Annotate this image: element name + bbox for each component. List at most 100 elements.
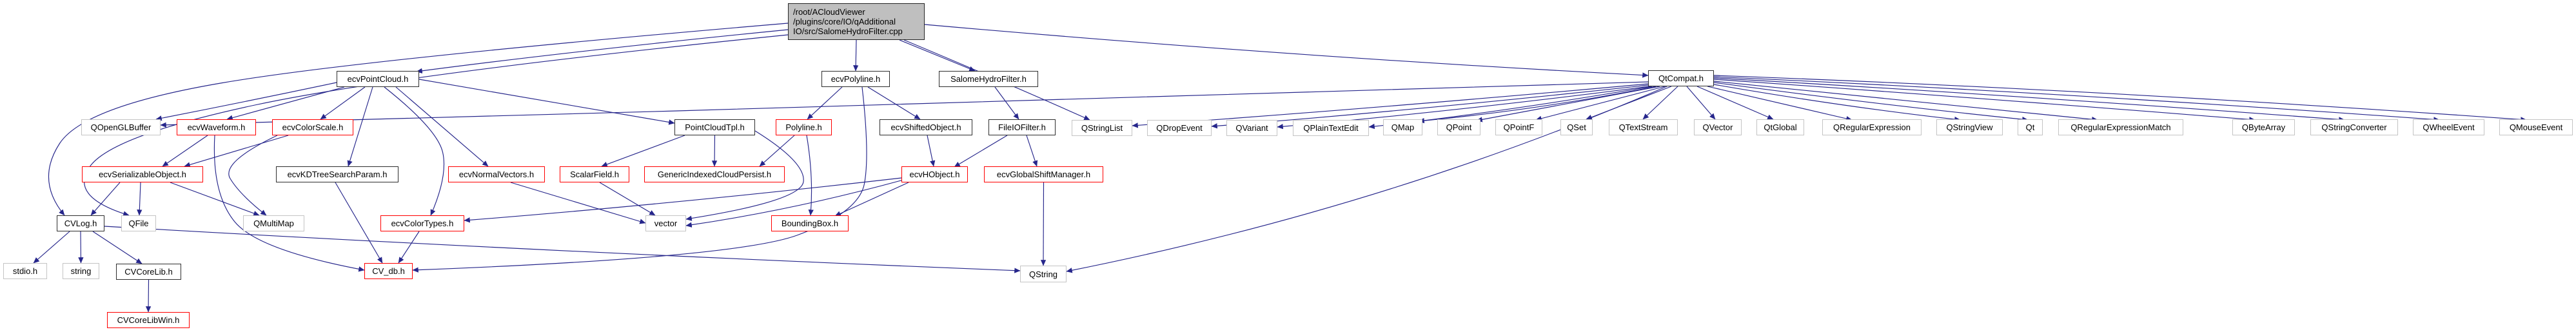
node-ecvColorScale[interactable]: ecvColorScale.h (272, 119, 353, 135)
node-QMultiMap: QMultiMap (243, 215, 304, 231)
edge-QtCompat-to-Qt (1713, 82, 2029, 122)
edge-ecvWaveform-to-ecvSerializableObject (162, 135, 208, 167)
node-QByteArray: QByteArray (2232, 119, 2295, 135)
edge-QtCompat-to-QMouseEvent (1713, 75, 2527, 122)
node-ecvKDTreeSearchParam[interactable]: ecvKDTreeSearchParam.h (276, 166, 398, 182)
node-QPointF: QPointF (1495, 119, 1542, 135)
node-ecvPointCloud[interactable]: ecvPointCloud.h (337, 71, 419, 87)
edge-CVLog-to-stdio (33, 231, 70, 264)
edge-ecvPointCloud-to-PointCloudTpl (418, 79, 675, 125)
node-ecvColorTypes[interactable]: ecvColorTypes.h (380, 215, 464, 231)
edge-ecvPolyline-to-ecvShiftedObject (867, 86, 921, 120)
edge-ecvNormalVectors-to-vector (510, 182, 646, 224)
node-ecvShiftedObject[interactable]: ecvShiftedObject.h (880, 119, 972, 135)
node-QVariant: QVariant (1226, 120, 1277, 136)
node-FileIOFilter[interactable]: FileIOFilter.h (988, 119, 1056, 135)
edge-ecvPointCloud-to-ecvColorTypes (384, 86, 445, 216)
node-QStringConverter: QStringConverter (2310, 119, 2398, 135)
node-QRegularExpressionMatch: QRegularExpressionMatch (2058, 119, 2183, 135)
node-root: /root/ACloudViewer /plugins/core/IO/qAdd… (788, 3, 925, 40)
node-CV_db[interactable]: CV_db.h (364, 263, 413, 279)
edge-PointCloudTpl-to-GenericIndexedCloudPersist (711, 135, 718, 167)
edge-QtCompat-to-QSet (1586, 86, 1672, 120)
node-ecvNormalVectors[interactable]: ecvNormalVectors.h (448, 166, 545, 182)
edge-QtCompat-to-QWheelEvent (1713, 76, 2440, 122)
node-CVCoreLib[interactable]: CVCoreLib.h (116, 264, 181, 280)
edge-ScalarField-to-vector (599, 182, 656, 216)
node-ecvPolyline[interactable]: ecvPolyline.h (821, 71, 890, 87)
edge-ecvHObject-to-vector (685, 179, 904, 228)
node-QWheelEvent: QWheelEvent (2413, 119, 2484, 135)
edge-root-to-SalomeHydroFilter_h (899, 39, 976, 72)
node-CVLog[interactable]: CVLog.h (57, 215, 104, 231)
edge-QtCompat-to-QTextStream (1642, 86, 1678, 120)
node-ScalarField[interactable]: ScalarField.h (560, 166, 629, 182)
edge-QtCompat-to-QStringView (1713, 84, 1961, 122)
node-ecvHObject[interactable]: ecvHObject.h (901, 166, 968, 182)
node-QStringList: QStringList (1072, 120, 1132, 136)
edge-QtCompat-to-QByteArray (1713, 79, 2256, 122)
edge-ecvColorTypes-to-CV_db (398, 231, 420, 264)
edge-CVCoreLib-to-CVCoreLibWin (145, 279, 152, 313)
edge-ecvPointCloud-to-ecvWaveform (226, 86, 345, 121)
edge-ecvKDTreeSearchParam-to-CV_db (335, 182, 383, 264)
node-vector: vector (645, 215, 686, 231)
edge-Polyline-to-BoundingBox (806, 135, 814, 216)
edge-QtCompat-to-QVector (1686, 86, 1716, 120)
edge-ecvHObject-to-BoundingBox (834, 182, 909, 217)
edge-PointCloudTpl-to-vector (685, 130, 804, 221)
node-ecvSerializableObject[interactable]: ecvSerializableObject.h (82, 166, 203, 182)
edge-Polyline-to-GenericIndexedCloudPersist (759, 135, 795, 167)
edge-ecvGlobalShiftManager-to-QString (1040, 182, 1047, 266)
edge-ecvPointCloud-to-ecvKDTreeSearchParam (347, 86, 373, 167)
edge-root-to-CVLog (48, 23, 789, 216)
node-GenericIndexedCloudPersist[interactable]: GenericIndexedCloudPersist.h (644, 166, 785, 182)
node-BoundingBox[interactable]: BoundingBox.h (771, 215, 849, 231)
edge-FileIOFilter-to-ecvHObject (954, 135, 1008, 168)
edge-ecvShiftedObject-to-ecvHObject (927, 135, 936, 167)
edge-ecvSerializableObject-to-QFile (137, 182, 143, 216)
node-QMouseEvent: QMouseEvent (2499, 119, 2573, 135)
node-QString: QString (1020, 266, 1067, 282)
node-QMap: QMap (1383, 119, 1422, 135)
edge-ecvPointCloud-to-ecvNormalVectors (395, 86, 489, 167)
edge-ecvHObject-to-ecvColorTypes (464, 177, 902, 223)
edge-ecvPointCloud-to-QOpenGLBuffer (155, 82, 337, 121)
node-ecvGlobalShiftManager[interactable]: ecvGlobalShiftManager.h (984, 166, 1103, 182)
node-Polyline[interactable]: Polyline.h (776, 119, 832, 135)
node-QPoint: QPoint (1437, 119, 1480, 135)
edge-QtCompat-to-QPoint (1476, 86, 1660, 122)
node-QtCompat[interactable]: QtCompat.h (1648, 70, 1714, 86)
node-ecvWaveform[interactable]: ecvWaveform.h (177, 119, 256, 135)
node-QStringView: QStringView (1936, 119, 2003, 135)
node-SalomeHydroFilter_h[interactable]: SalomeHydroFilter.h (939, 71, 1038, 87)
edge-ecvColorScale-to-QMultiMap (228, 135, 278, 216)
node-stdio: stdio.h (3, 263, 47, 279)
edge-CVLog-to-QString (104, 226, 1021, 273)
edge-QtCompat-to-QRegularExpressionMatch (1713, 81, 2098, 122)
node-QtGlobal: QtGlobal (1756, 119, 1804, 135)
edge-QtCompat-to-QPointF (1535, 86, 1666, 121)
node-Qt: Qt (2018, 119, 2043, 135)
node-CVCoreLibWin[interactable]: CVCoreLibWin.h (107, 312, 190, 328)
edge-PointCloudTpl-to-ScalarField (601, 135, 685, 167)
node-QOpenGLBuffer: QOpenGLBuffer (81, 119, 161, 135)
edge-root-to-QtCompat (924, 24, 1649, 78)
edge-SalomeHydroFilter_h-to-FileIOFilter (994, 86, 1019, 120)
edge-ecvColorScale-to-ecvSerializableObject (184, 135, 289, 168)
node-string: string (63, 263, 99, 279)
edge-FileIOFilter-to-ecvGlobalShiftManager (1026, 135, 1038, 167)
node-QVector: QVector (1694, 119, 1742, 135)
edge-ecvWaveform-to-CV_db (213, 135, 365, 272)
edge-ecvPolyline-to-CV_db (412, 86, 867, 273)
edge-QtCompat-to-QMap (1418, 86, 1657, 124)
edge-QtCompat-to-QtGlobal (1696, 86, 1774, 120)
edge-ecvSerializableObject-to-CVLog (90, 182, 121, 216)
edge-ecvPolyline-to-Polyline (807, 86, 843, 120)
node-QPlainTextEdit: QPlainTextEdit (1293, 120, 1369, 136)
edge-ecvPointCloud-to-ecvColorScale (320, 86, 366, 120)
node-PointCloudTpl[interactable]: PointCloudTpl.h (674, 119, 755, 135)
